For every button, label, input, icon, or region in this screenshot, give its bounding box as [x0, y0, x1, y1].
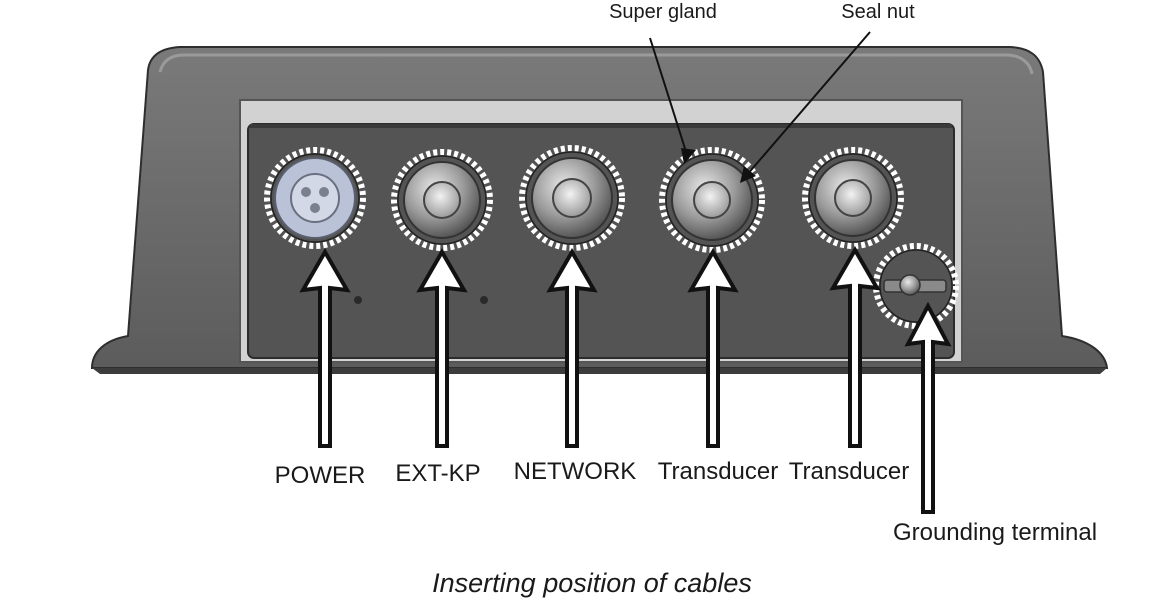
arrow-transducer-2 — [829, 246, 881, 448]
ground-screw-icon — [899, 274, 921, 296]
network-port — [519, 145, 625, 251]
label-seal-nut: Seal nut — [841, 1, 915, 23]
power-dashed-ring — [264, 147, 366, 249]
transducer-1-gland-hole — [693, 181, 731, 219]
seal-nut-leader — [745, 31, 871, 177]
arrow-grounding — [904, 301, 952, 514]
ext-kp-ring-border — [397, 155, 487, 245]
figure-caption: Inserting position of cables — [432, 568, 752, 598]
label-grounding-terminal: Grounding terminal — [893, 519, 1097, 546]
network-ring-border — [525, 151, 619, 245]
label-transducer-2: Transducer — [789, 458, 910, 485]
indicator-dot-1 — [354, 296, 362, 304]
network-dashed-ring — [519, 145, 625, 251]
transducer-2-gland-hole — [834, 179, 872, 217]
power-port — [264, 147, 366, 249]
label-ext-kp: EXT-KP — [395, 460, 480, 487]
label-super-gland: Super gland — [609, 1, 717, 23]
leader-lines — [649, 31, 871, 183]
power-pin-1 — [301, 187, 311, 197]
transducer-1-ring-border — [665, 153, 759, 247]
transducer-2-dashed-ring — [802, 147, 904, 249]
label-transducer-1: Transducer — [658, 458, 779, 485]
power-ring-border — [270, 153, 360, 243]
ext-kp-port — [391, 149, 493, 251]
arrow-power — [299, 248, 351, 448]
grounding-port — [873, 243, 959, 329]
arrow-network — [546, 248, 598, 448]
transducer-2-ring-border — [808, 153, 898, 243]
label-power: POWER — [275, 462, 366, 489]
ext-kp-dashed-ring — [391, 149, 493, 251]
arrow-ext-kp — [416, 248, 468, 448]
ground-dashed-ring — [873, 243, 959, 329]
indicator-dot-2 — [480, 296, 488, 304]
power-pin-3 — [310, 203, 320, 213]
housing-top-highlight — [158, 53, 1034, 75]
ext-kp-gland-hole — [423, 181, 461, 219]
housing-base — [92, 368, 1107, 374]
seal-nut-leader-head — [740, 166, 756, 183]
network-gland-hole — [552, 178, 592, 218]
power-pin-2 — [319, 187, 329, 197]
super-gland-leader-head — [681, 148, 696, 164]
transducer-port-2 — [802, 147, 904, 249]
ground-ring-border — [879, 249, 953, 323]
super-gland-leader — [649, 37, 689, 159]
power-connector-face — [290, 173, 340, 223]
pointer-arrows — [299, 246, 952, 514]
label-network: NETWORK — [514, 458, 637, 485]
arrow-transducer-1 — [687, 248, 739, 448]
